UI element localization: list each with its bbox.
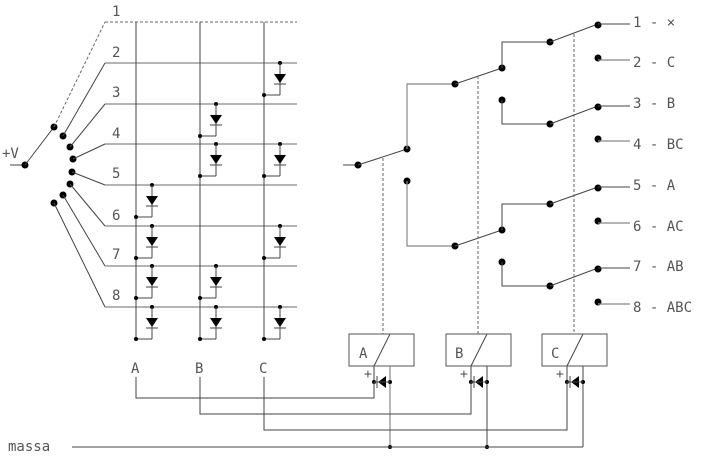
diode-row4-B — [210, 142, 222, 176]
column-junction-dot — [134, 337, 138, 341]
rotary-selector-switch — [10, 123, 77, 207]
diode-triangle — [210, 318, 222, 327]
relay-b-wire-up-lower — [501, 203, 550, 230]
relay-coil-slash — [566, 333, 584, 367]
row-label-2: 2 — [112, 45, 120, 61]
row-label-1: 1 — [112, 4, 120, 20]
column-junction-dot — [134, 296, 138, 300]
column-junction-dot — [262, 174, 266, 178]
diode-row5-A — [146, 183, 158, 217]
output-label-2: 2 - C — [633, 55, 675, 71]
output-label-6: 6 - AC — [633, 219, 684, 235]
output-label-5: 5 - A — [633, 178, 676, 194]
output-label-8: 8 - ABC — [633, 300, 692, 316]
relay-a-lower-wire — [406, 181, 455, 247]
relay-label-a: A — [359, 346, 368, 362]
diode-triangle — [274, 155, 286, 164]
relay-label-b: B — [455, 346, 463, 362]
row-label-5: 5 — [112, 166, 120, 182]
diode-triangle — [146, 277, 158, 286]
column-label-a: A — [131, 361, 140, 377]
column-junction-dot — [198, 337, 202, 341]
relay-B — [445, 333, 512, 447]
row-5-lead — [71, 171, 106, 186]
relay-coil-slash — [373, 333, 391, 367]
diode-row7-A — [146, 264, 158, 298]
relay-label-c: C — [551, 346, 559, 362]
diode-matrix — [53, 21, 297, 395]
row-label-7: 7 — [112, 247, 120, 263]
diode-triangle — [210, 155, 222, 164]
output-contact-7 — [594, 265, 602, 273]
diode-row8-A — [146, 305, 158, 339]
output-contact-1 — [594, 21, 602, 29]
column-junction-dot — [134, 215, 138, 219]
output-label-4: 4 - BC — [633, 137, 684, 153]
diode-row4-C — [274, 142, 286, 176]
column-label-c: C — [259, 361, 267, 377]
column-B-bus — [199, 382, 472, 415]
switch-wiper — [24, 126, 55, 166]
ground-label: massa — [8, 439, 50, 455]
output-label-7: 7 - AB — [633, 259, 684, 275]
output-contact-3 — [594, 103, 602, 111]
column-A-bus — [135, 382, 375, 399]
row-6-lead — [69, 183, 106, 227]
diode-triangle — [146, 196, 158, 205]
output-contact-5 — [594, 184, 602, 192]
row-4-lead — [72, 143, 106, 160]
diode-triangle — [210, 277, 222, 286]
diode-row6-A — [146, 224, 158, 258]
row-7-lead — [62, 194, 106, 267]
relay-polarity-a: + — [364, 367, 372, 382]
relay-C — [541, 333, 608, 447]
diode-row2-C — [274, 61, 286, 95]
relay-coils — [348, 333, 608, 447]
diode-row7-B — [210, 264, 222, 298]
relay-b-wire-down-upper — [501, 100, 550, 125]
diode-triangle — [146, 237, 158, 246]
output-label-1: 1 - × — [633, 15, 675, 31]
row-label-3: 3 — [112, 85, 120, 101]
diode-triangle — [146, 318, 158, 327]
supply-label: +V — [2, 146, 19, 162]
row-label-6: 6 — [112, 208, 120, 224]
row-2-lead — [62, 62, 106, 137]
column-junction-dot — [262, 337, 266, 341]
relay-b-wire-down-lower — [501, 262, 550, 287]
diode-triangle — [274, 237, 286, 246]
relay-A — [348, 333, 415, 447]
relay-b-wire-up-upper — [501, 41, 550, 68]
column-label-b: B — [195, 361, 203, 377]
diode-row8-C — [274, 305, 286, 339]
column-junction-dot — [134, 256, 138, 260]
column-junction-dot — [262, 256, 266, 260]
row-1-lead — [53, 21, 106, 128]
output-label-3: 3 - B — [633, 96, 675, 112]
row-label-8: 8 — [112, 288, 120, 304]
column-junction-dot — [198, 134, 202, 138]
relay-a-blade — [357, 148, 408, 166]
diode-triangle — [274, 318, 286, 327]
relay-polarity-c: + — [556, 367, 564, 382]
column-junction-dot — [198, 296, 202, 300]
diode-row8-B — [210, 305, 222, 339]
diode-row3-B — [210, 102, 222, 136]
relay-a-upper-wire — [406, 83, 455, 149]
relay-polarity-b: + — [460, 367, 468, 382]
column-junction-dot — [262, 93, 266, 97]
row-label-4: 4 — [112, 126, 120, 142]
diode-row6-C — [274, 224, 286, 258]
bus-wiring — [72, 382, 583, 449]
column-junction-dot — [198, 174, 202, 178]
row-8-lead — [53, 202, 106, 308]
row-3-lead — [69, 103, 106, 148]
column-C-bus — [263, 382, 568, 431]
relay-contact-tree — [343, 21, 630, 335]
diode-triangle — [274, 74, 286, 83]
relay-c-blade-1 — [549, 23, 599, 43]
diode-triangle — [210, 115, 222, 124]
relay-coil-slash — [470, 333, 488, 367]
